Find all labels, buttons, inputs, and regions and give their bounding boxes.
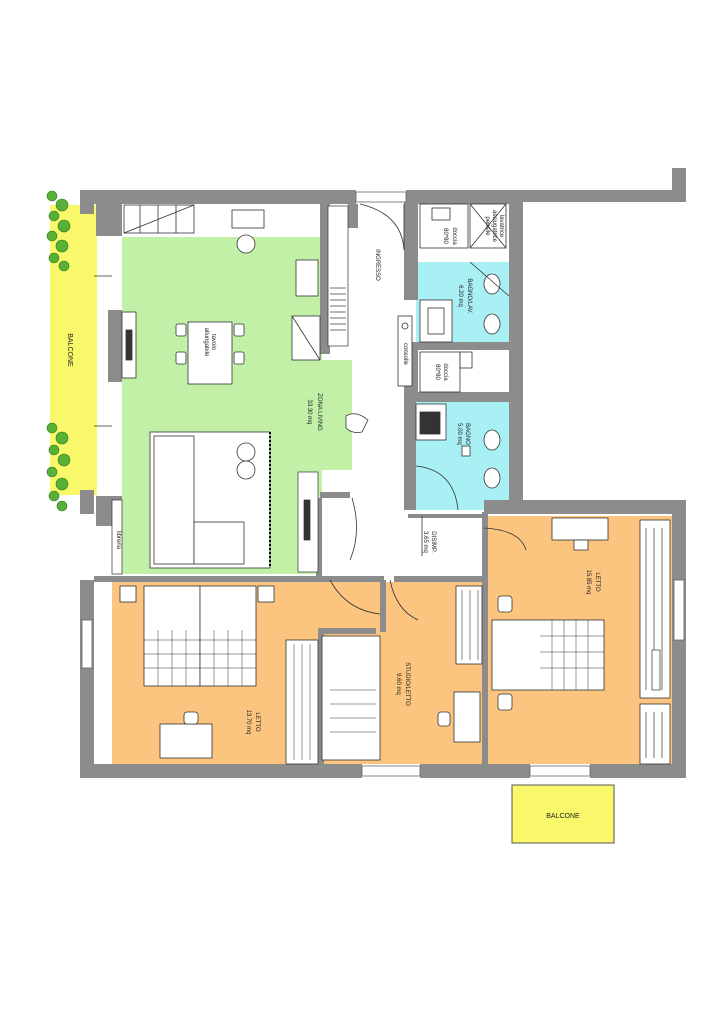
balcony-south [511,784,615,844]
laundry-fixtures [419,203,510,343]
bedroom-west-area: 13.70 mq [245,709,251,734]
dryer-label: asciugatrice [491,210,497,243]
plants-south [46,422,71,512]
shower-1-label: doccia [451,227,457,245]
shower-2-size: 80*80 [434,364,440,380]
kitchen-counter [123,204,195,234]
study-bedroom-area: 9.60 mq [395,673,401,695]
desk-chair [231,209,265,254]
windows [81,191,685,777]
bathroom-fixtures [415,403,501,511]
bed-west-quilt [144,630,311,760]
hallway-label: DISIMP. [430,531,436,553]
shower-2 [419,351,473,393]
bedroom-west-label: LETTO [254,712,260,732]
tv-unit [121,311,137,379]
washer-label: lavatrice [498,215,504,238]
hallway-area: 3.65 mq [422,531,428,553]
bathroom-area: 5.00 mq [456,423,462,445]
wardrobe-entrance [327,205,349,347]
entrance-label: INGRESSO [374,249,380,281]
bookshelf-south [111,471,319,575]
person-icon [345,413,369,433]
console-table [397,315,413,387]
balcony-west-label: BALCONE [66,333,73,367]
balcony-south-label: BALCONE [546,813,580,820]
table-extendable-label: allungabile [203,328,209,357]
table-label: tavolo [210,334,216,351]
living-zone-ext [300,360,352,470]
wall-unit-label: pensile [484,216,490,236]
bedroom-east-wardrobe-lines [645,528,663,758]
hall-doors [329,497,527,621]
sofa [149,431,271,569]
study-shelf-lines [330,590,479,733]
study-furniture [321,585,483,761]
shower-2-label: doccia [442,363,448,381]
bedroom-east-area: 15.85 mq [585,569,591,594]
entrance-door[interactable] [359,203,405,251]
dining-table [175,321,245,385]
bedroom-east-furniture [491,517,671,765]
shower-1-size: 80*80 [442,228,448,244]
console-label: consolle [402,343,408,366]
living-zone-area: 33.30 mq [306,399,312,424]
bathroom-laundry-area: 6.20 mq [457,285,463,307]
bed-east-quilt [540,620,604,690]
bathroom-laundry-label: BAGNO/LAV. [466,278,472,314]
bedroom-east-label: LETTO [594,572,600,592]
kitchen-units-east [291,259,321,361]
living-zone-label: ZONA LIVING [316,393,322,431]
bookshelf-label: libreria [115,531,121,550]
bathroom-label: BAGNO [464,423,470,445]
study-bedroom-label: STUDIO/LETTO [404,662,410,706]
plants-north [46,190,71,272]
